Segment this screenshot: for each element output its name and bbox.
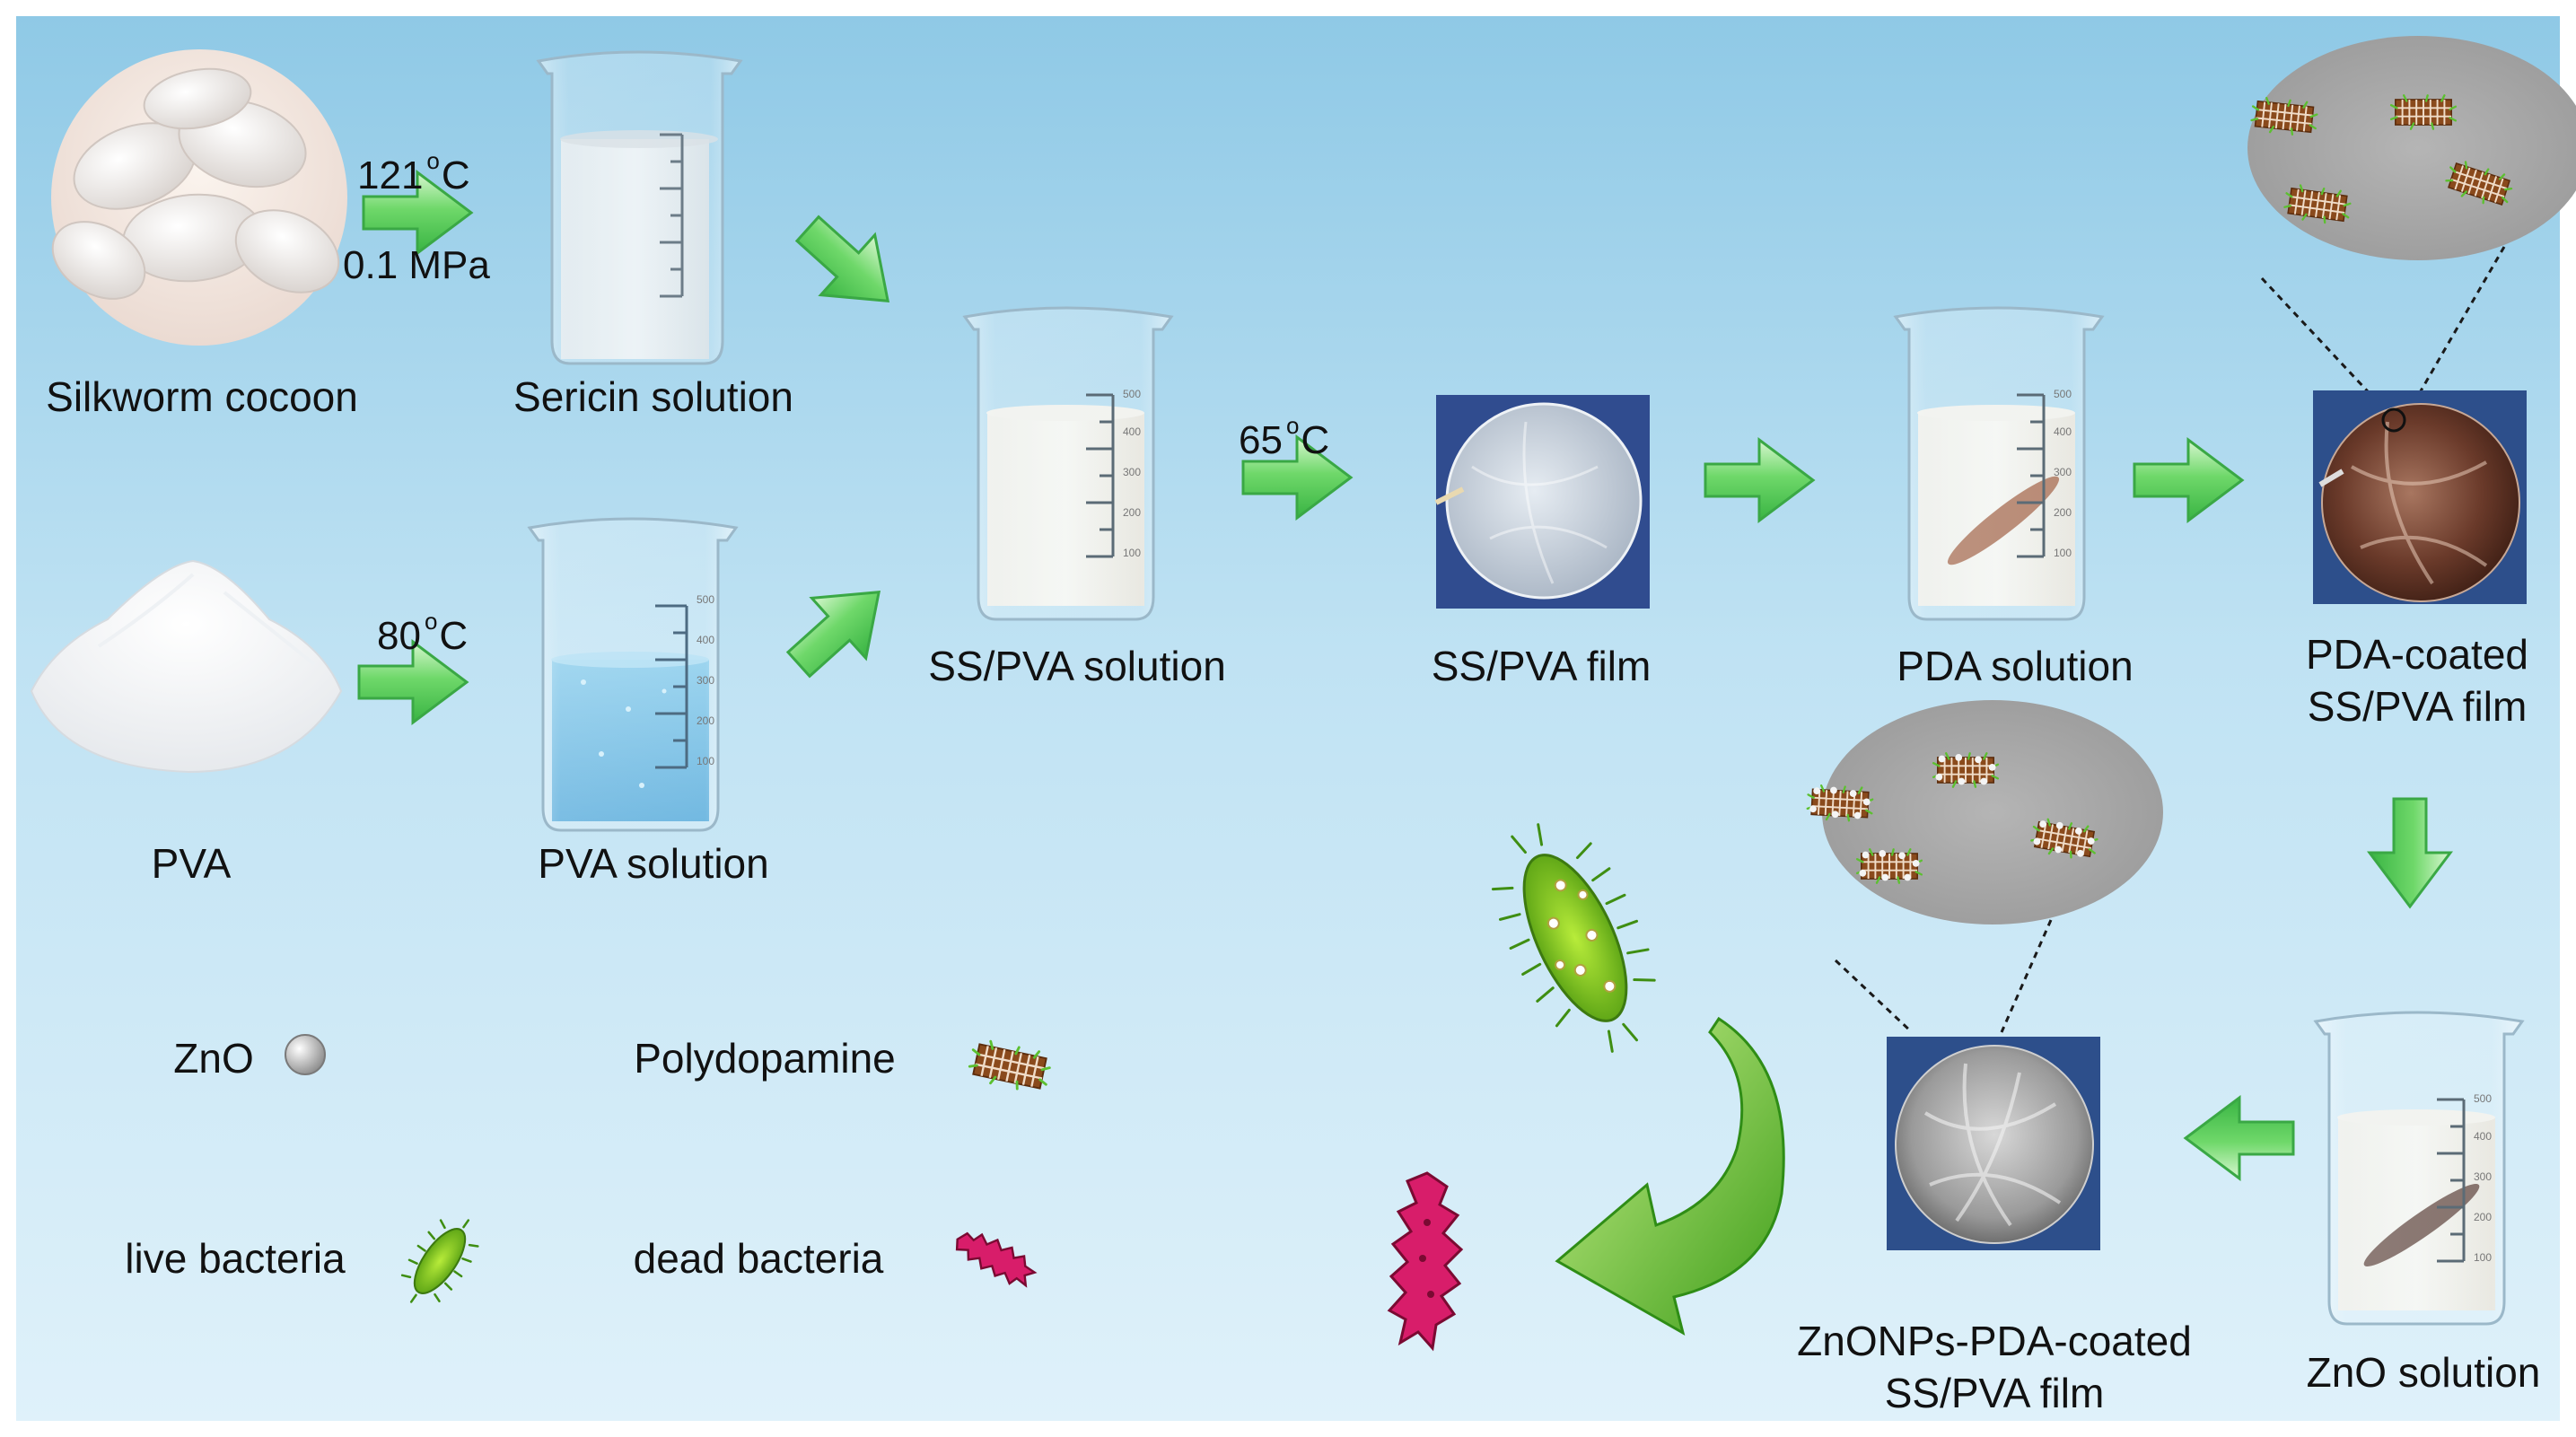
- legend-polydopamine-label: Polydopamine: [634, 1035, 896, 1082]
- label-final-line2: SS/PVA film: [1885, 1370, 2105, 1416]
- svg-text:500: 500: [697, 593, 714, 606]
- svg-text:400: 400: [2474, 1130, 2492, 1143]
- svg-text:100: 100: [2474, 1251, 2492, 1264]
- label-pda-coated-line1: PDA-coated: [2306, 631, 2528, 678]
- ss-pva-beaker: 500 400 300 200 100: [962, 306, 1174, 621]
- sericin-beaker: [536, 50, 743, 365]
- live-bacteria-icon: [400, 1219, 479, 1303]
- svg-text:100: 100: [2054, 547, 2072, 559]
- svg-text:300: 300: [1123, 466, 1141, 478]
- label-pva-solution: PVA solution: [538, 840, 768, 887]
- pva-beaker: 500 400 300 200 100: [527, 517, 739, 832]
- legend-zno-label: ZnO: [173, 1035, 253, 1082]
- diagram-background: [16, 16, 2560, 1421]
- legend-live-bacteria-label: live bacteria: [125, 1235, 346, 1282]
- label-pva: PVA: [152, 840, 232, 887]
- svg-text:100: 100: [697, 755, 714, 767]
- zno-pda-film-photo: [1887, 1037, 2100, 1250]
- pda-coated-film-photo: [2313, 390, 2527, 604]
- svg-text:200: 200: [697, 714, 714, 727]
- zno-pda-zoom-bubble: [1807, 700, 2163, 1034]
- legend-dead-bacteria-label: dead bacteria: [634, 1235, 884, 1282]
- svg-text:200: 200: [2474, 1211, 2492, 1223]
- dead-bacteria-legend-icon: [955, 1231, 1038, 1288]
- curved-arrow-icon: [1555, 1016, 1785, 1336]
- cocoon-photo: [51, 49, 347, 346]
- svg-text:500: 500: [2054, 388, 2072, 400]
- label-ss-pva-solution: SS/PVA solution: [928, 643, 1226, 689]
- svg-text:300: 300: [2474, 1170, 2492, 1183]
- svg-text:100: 100: [1123, 547, 1141, 559]
- label-silkworm-cocoon: Silkworm cocoon: [46, 373, 358, 420]
- svg-text:200: 200: [1123, 506, 1141, 519]
- pda-beaker: 500 400 300 200 100: [1893, 306, 2105, 621]
- zno-sphere-icon: [285, 1034, 326, 1075]
- pva-powder: [30, 559, 343, 774]
- label-pda-coated-line2: SS/PVA film: [2308, 683, 2528, 730]
- svg-text:500: 500: [2474, 1092, 2492, 1105]
- zno-beaker: 500 400 300 200 100: [2313, 1011, 2525, 1326]
- svg-text:400: 400: [697, 634, 714, 646]
- svg-text:400: 400: [2054, 425, 2072, 438]
- svg-text:300: 300: [697, 674, 714, 687]
- bacteria-icon: [1491, 823, 1656, 1053]
- cocoon-pressure-label: 0.1 MPa: [343, 243, 490, 287]
- dead-bacteria-icon: [1387, 1171, 1464, 1352]
- svg-text:500: 500: [1123, 388, 1141, 400]
- label-pda-solution: PDA solution: [1897, 643, 2133, 689]
- svg-text:400: 400: [1123, 425, 1141, 438]
- pda-zoom-bubble: [2247, 36, 2576, 419]
- label-ss-pva-film: SS/PVA film: [1432, 643, 1652, 689]
- label-zno-solution: ZnO solution: [2307, 1349, 2541, 1396]
- ss-pva-film-photo: [1434, 395, 1650, 609]
- svg-text:200: 200: [2054, 506, 2072, 519]
- label-final-line1: ZnONPs-PDA-coated: [1797, 1318, 2192, 1364]
- label-sericin-solution: Sericin solution: [513, 373, 793, 420]
- svg-text:300: 300: [2054, 466, 2072, 478]
